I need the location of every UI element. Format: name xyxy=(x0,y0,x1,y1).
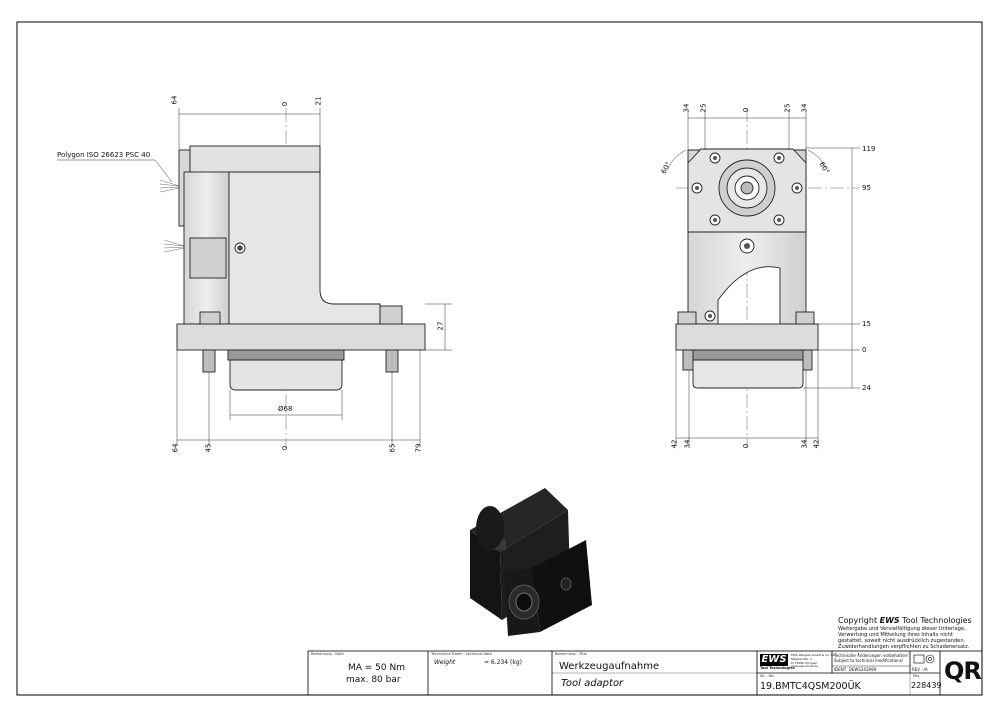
name-label: Benennung - Title xyxy=(555,652,587,656)
weight-value: ≈ 6.234 (kg) xyxy=(484,659,522,666)
dim-front-right-15: 15 xyxy=(862,320,871,328)
dim-front-top-0: 0 xyxy=(742,107,751,113)
side-view xyxy=(159,108,426,448)
dim-side-bottom-45: 45 xyxy=(204,443,213,453)
remark-torque: MA = 50 Nm xyxy=(348,663,405,673)
ews-logo-subtitle: Tool Technologies xyxy=(760,666,795,670)
copyright-line-1: Weitergabe und Vervielfältigung dieser U… xyxy=(838,626,966,632)
number-label: Nr. - No. xyxy=(760,674,775,678)
pos-value: 228439 xyxy=(911,681,942,690)
company-address: EWS Weigele GmbH & Co. KG Maybachstr. 1 … xyxy=(791,653,836,669)
part-number: 19.BMTC4QSM200ÜK xyxy=(760,681,861,692)
polygon-label: Polygon ISO 26623 PSC 40 xyxy=(57,151,151,159)
dim-side-bottom-65: 65 xyxy=(388,443,397,453)
title-english: Tool adaptor xyxy=(561,678,624,689)
dim-side-top-64: 64 xyxy=(170,95,179,105)
ident-field: IDENT DEWS243999 xyxy=(834,667,877,672)
spindle-body xyxy=(229,359,343,391)
dim-front-bottom-34-right: 34 xyxy=(800,439,809,449)
weight-label: Weight xyxy=(434,659,456,666)
dim-side-bottom-79: 79 xyxy=(414,443,423,453)
screw-left xyxy=(202,349,216,373)
title-block-grid xyxy=(307,650,983,696)
dim-side-top-21: 21 xyxy=(314,96,323,106)
dim-front-right-24: 24 xyxy=(862,384,871,392)
remark-label: Bemerkung - Note xyxy=(311,652,344,656)
copyright-title: Copyright EWS Tool Technologies xyxy=(838,616,972,625)
dim-front-bottom-42-right: 42 xyxy=(812,439,821,449)
spindle-collar xyxy=(227,349,345,361)
housing-profile xyxy=(228,171,381,325)
title-german: Werkzeugaufnahme xyxy=(559,661,660,672)
side-view-dimensions xyxy=(57,108,452,446)
front-view-dimensions xyxy=(667,110,860,446)
front-view xyxy=(675,108,860,448)
dim-front-top-25-right: 25 xyxy=(783,103,792,113)
dim-front-right-0: 0 xyxy=(862,346,867,354)
dim-side-bottom-64: 64 xyxy=(171,443,180,453)
upper-body xyxy=(189,145,321,175)
front-base-flange xyxy=(675,323,819,351)
remark-pressure: max. 80 bar xyxy=(346,675,401,685)
copyright-notice: Copyright EWS Tool Technologies Weiterga… xyxy=(838,616,980,650)
dim-front-bottom-42-left: 42 xyxy=(670,439,679,449)
dim-front-bottom-0: 0 xyxy=(742,443,751,449)
dim-front-top-34-right: 34 xyxy=(800,103,809,113)
dim-front-top-25-left: 25 xyxy=(699,103,708,113)
coolant-block xyxy=(189,237,227,279)
dim-front-bottom-34-left: 34 xyxy=(683,439,692,449)
screw-right xyxy=(385,349,399,373)
qr-marking: QR xyxy=(944,657,982,685)
dim-front-right-95: 95 xyxy=(862,184,871,192)
changes-notice: Technische Änderungen vorbehalten! Subje… xyxy=(834,653,909,663)
dim-front-right-119: 119 xyxy=(862,145,876,153)
dim-side-bottom-0: 0 xyxy=(281,445,290,451)
tech-data-label: Technische Daten - technical data xyxy=(431,652,492,656)
copyright-line-2: Verwertung und Mitteilung ihres Inhalts … xyxy=(838,632,953,638)
dim-side-height-27: 27 xyxy=(436,321,445,331)
ews-logo: EWS xyxy=(760,654,788,666)
rev-field: REV. -/A xyxy=(912,667,928,672)
copyright-line-3: gestattet, soweit nicht ausdrücklich zug… xyxy=(838,638,966,644)
spray-lines xyxy=(159,179,185,253)
pos-label: Pos. xyxy=(913,674,921,678)
dim-side-top-0: 0 xyxy=(281,101,290,107)
isometric-view xyxy=(470,488,592,636)
base-flange xyxy=(176,323,426,351)
dim-side-diameter: Ø68 xyxy=(278,405,293,413)
copyright-line-4: Zuwiderhandlungen verpflichten zu Schade… xyxy=(838,644,970,650)
dim-front-top-34-left: 34 xyxy=(682,103,691,113)
